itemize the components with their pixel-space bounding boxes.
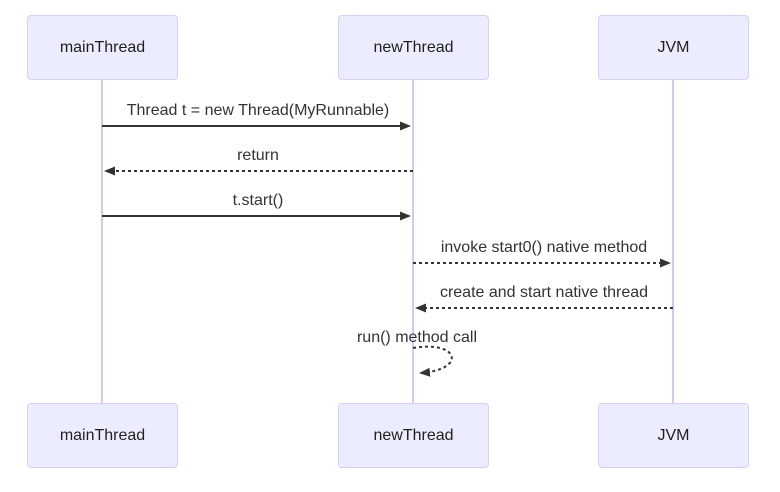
actor-box-jvm-bottom: JVM [598,403,749,468]
actor-box-mainthread-bottom: mainThread [27,403,178,468]
message-label-return: return [237,147,279,164]
message-self-loop-run [412,345,453,377]
actor-label-mainthread-top: mainThread [59,38,146,56]
actor-label-jvm-top: JVM [657,38,690,56]
actor-box-mainthread-top: mainThread [27,15,178,80]
actor-box-newthread-bottom: newThread [338,403,489,468]
message-label-new-thread: Thread t = new Thread(MyRunnable) [126,102,390,119]
actor-box-newthread-top: newThread [338,15,489,80]
actor-label-newthread-top: newThread [373,38,454,56]
message-label-create-native-thread: create and start native thread [439,284,649,301]
actor-box-jvm-top: JVM [598,15,749,80]
actor-label-newthread-bottom: newThread [373,426,454,444]
message-label-t-start: t.start() [232,192,284,209]
message-label-run-method-call: run() method call [356,329,478,346]
actor-label-mainthread-bottom: mainThread [59,426,146,444]
message-label-invoke-start0: invoke start0() native method [440,239,648,256]
actor-label-jvm-bottom: JVM [657,426,690,444]
